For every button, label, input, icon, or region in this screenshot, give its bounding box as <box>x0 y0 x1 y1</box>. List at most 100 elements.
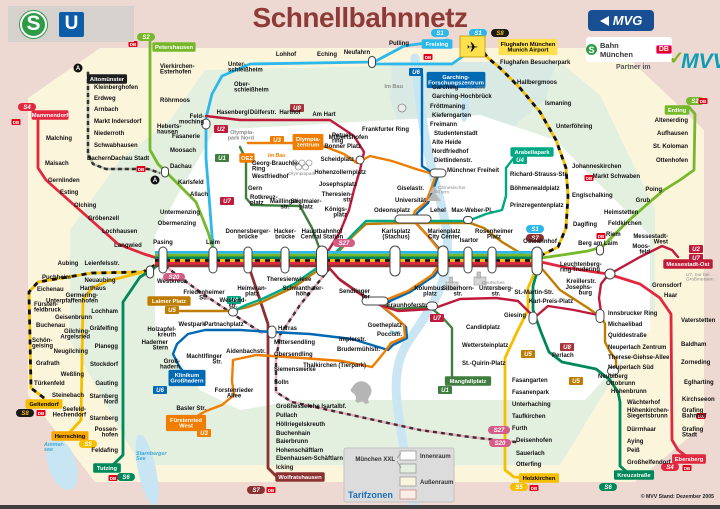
legend-panel <box>343 447 455 503</box>
db-icon <box>423 54 433 60</box>
badge-label: U3 <box>200 431 208 437</box>
station-label: Dachau <box>170 164 192 170</box>
station-label: Furth <box>512 426 528 432</box>
station-label: Böhmerwaldplatz <box>510 186 560 192</box>
a-bahn-label: A <box>76 66 81 72</box>
station-label: Nordfriedhof <box>432 149 469 155</box>
station-label: Ober-schleißheim <box>234 82 269 94</box>
station-label: Flughafen Besucherpark <box>500 60 571 66</box>
db-icon-label: DB <box>268 488 275 493</box>
station-label: Niederroth <box>94 131 125 137</box>
station-label: Unterhaching <box>512 402 551 408</box>
station-label: Olching <box>74 203 97 209</box>
terminus-box <box>421 39 453 49</box>
badge-U1 <box>438 386 452 394</box>
db-icon <box>11 119 21 125</box>
station-label: Dachau Stadt <box>111 156 149 162</box>
interchange-station <box>316 245 328 277</box>
station-label: Daglfing <box>573 222 597 228</box>
terminus-label: Olympia-zentrum <box>296 137 321 149</box>
station-label: Kieferngarten <box>432 113 471 119</box>
badge-S1 <box>431 29 449 37</box>
db-icon <box>36 410 46 416</box>
badge-U1 <box>215 154 229 162</box>
db-icon <box>696 413 706 419</box>
db-icon-label: DB <box>38 411 45 416</box>
badge-label: S1 <box>436 31 444 37</box>
station-label: Icking <box>276 465 294 471</box>
station-label: Possen-hofen <box>95 427 119 439</box>
station-label: Neubiberg <box>598 374 628 380</box>
station-label: Georg-Brauchle-Ring <box>252 161 299 173</box>
station-label: Goetheplatz <box>368 323 402 329</box>
badge-S6 <box>599 483 617 491</box>
mvg-logo-text: MVG <box>612 13 643 28</box>
badge-U2 <box>214 125 228 133</box>
interchange-station <box>361 296 389 306</box>
terminus-label: Mammendorf <box>32 113 68 119</box>
terminus-box <box>86 74 128 84</box>
station-label: Großhesselohe Isartalbf. <box>276 404 347 410</box>
station-label: Wächterhof <box>627 400 661 406</box>
badge-S1 <box>469 29 487 37</box>
db-icon-label: DB <box>13 120 20 125</box>
svg-text:✈: ✈ <box>467 39 479 55</box>
transit-lines <box>27 38 697 480</box>
station-label: Erdweg <box>94 96 116 102</box>
terminus-label: Tutzing <box>97 466 118 472</box>
station-label: Theresien-str. <box>322 192 353 204</box>
station-label: Pasing <box>153 240 173 246</box>
badge-U6 <box>153 386 167 394</box>
terminus-label: Mangfallplatz <box>450 379 487 385</box>
deutsches-museum-icon <box>473 271 487 286</box>
terminus-label: Petershausen <box>155 45 193 51</box>
badge-S20 <box>163 273 185 281</box>
terminus-box <box>93 463 121 473</box>
allianz-arena-icon <box>397 103 407 113</box>
legend-connector <box>396 452 402 459</box>
isar-river <box>391 53 452 509</box>
legend-title: Tarifzonen <box>348 490 393 500</box>
badge-U4 <box>513 156 527 164</box>
station-label: Holzapfel-kreuth <box>147 327 176 339</box>
station-label: Sauerlach <box>516 451 545 457</box>
badge-label: S8 <box>496 31 504 37</box>
station-label: Lochhausen <box>102 229 138 235</box>
station-label: Brudermühlstr. <box>337 347 380 353</box>
station-label: Garching <box>432 85 459 91</box>
badge-label: U5 <box>168 308 176 314</box>
badge-U5 <box>569 377 583 385</box>
badge-U2 <box>689 245 703 253</box>
station-label: Michaelibad <box>608 322 643 328</box>
station-label: Peiß <box>627 448 640 454</box>
station-label: Puchheim <box>42 275 71 281</box>
station-label: Ostbahnhof <box>523 239 558 245</box>
interchange-station <box>158 246 168 274</box>
badge-label: U7 <box>223 199 231 205</box>
terminus-box <box>498 38 558 56</box>
interchange-station <box>208 246 218 274</box>
station-label: Riem <box>606 232 621 238</box>
station-label: Karlsplatz(Stachus) <box>382 229 411 241</box>
interchange-pills <box>146 56 619 376</box>
station-label: Groß-hadern <box>160 359 180 371</box>
badge-label: S7 <box>252 488 260 494</box>
badge-label: U1 <box>218 156 226 162</box>
station-label: Seefeld-Hechendorf <box>53 407 87 419</box>
terminus-box <box>510 147 554 157</box>
station-label: Freimann <box>430 122 457 128</box>
terminus-box <box>518 473 560 483</box>
station-label: Trudering <box>572 267 600 273</box>
badge-label: S6 <box>122 475 130 481</box>
station-label: Neuperlach Süd <box>608 365 654 371</box>
terminus-box <box>664 105 690 115</box>
badge-U5 <box>165 306 179 314</box>
badge-label: U6 <box>156 388 164 394</box>
interchange-station <box>437 245 449 277</box>
badge-U8 <box>290 104 304 112</box>
badge-U3 <box>197 429 211 437</box>
db-icon-label: DB <box>684 466 691 471</box>
station-label: Karlsfeld <box>178 180 204 186</box>
